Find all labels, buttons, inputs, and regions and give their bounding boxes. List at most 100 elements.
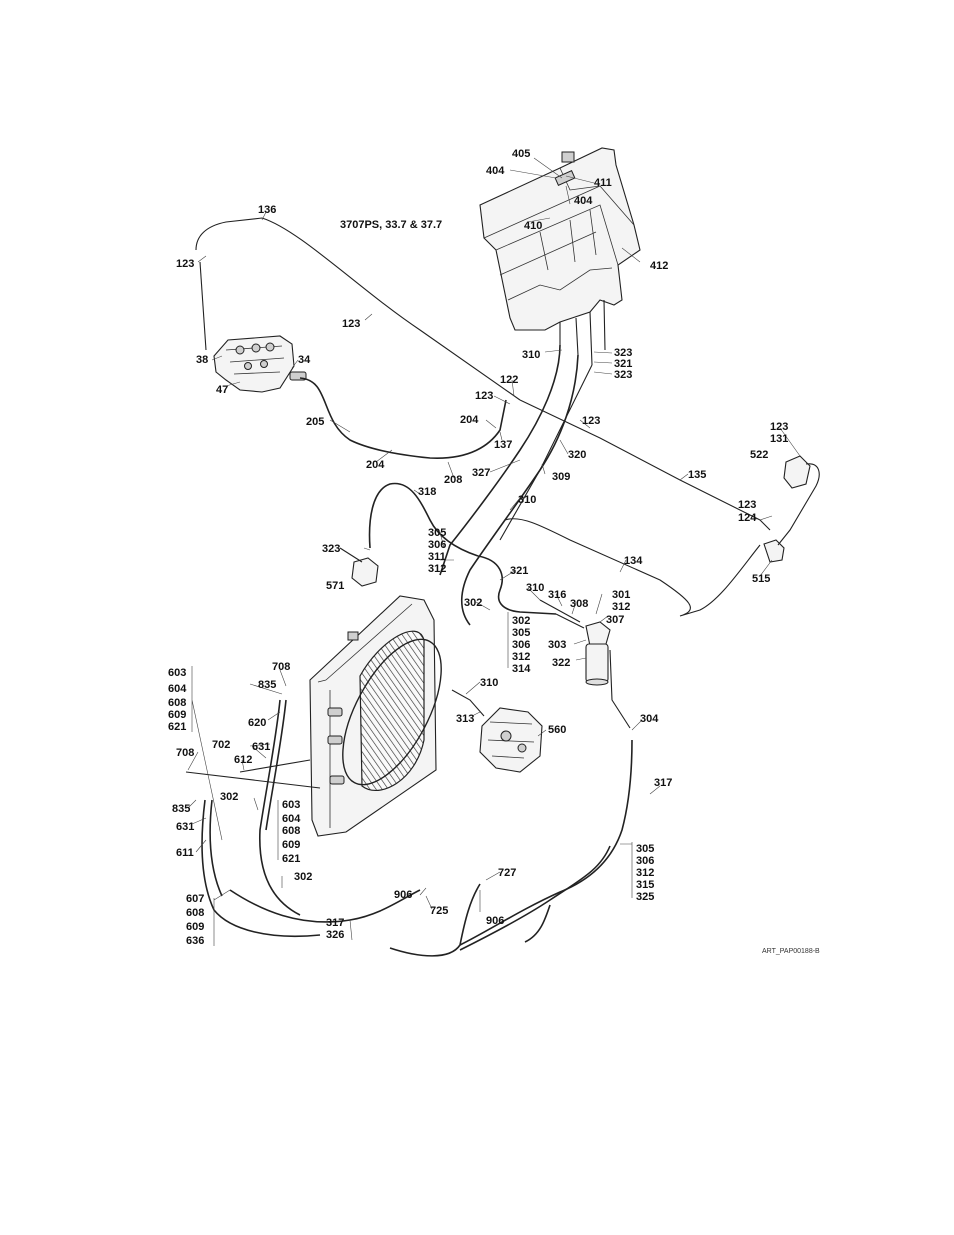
- callout-515: 515: [752, 573, 770, 585]
- callout-309: 309: [552, 471, 570, 483]
- oil-cooler-radiator: [309, 595, 442, 837]
- callout-631-b: 631: [176, 821, 194, 833]
- callout-323-a: 323: [614, 347, 632, 359]
- callout-607: 607: [186, 893, 204, 905]
- callout-560: 560: [548, 724, 566, 736]
- callout-404-right: 404: [574, 195, 593, 207]
- callout-122: 122: [500, 374, 518, 386]
- callout-725: 725: [430, 905, 448, 917]
- callout-310-b: 310: [518, 494, 536, 506]
- callout-404-top: 404: [486, 165, 505, 177]
- hose-lines: [185, 217, 820, 957]
- callout-205: 205: [306, 416, 324, 428]
- callout-301: 301: [612, 589, 630, 601]
- callout-305-b: 305: [512, 627, 530, 639]
- callout-47: 47: [216, 384, 228, 396]
- callout-321-b: 321: [510, 565, 528, 577]
- callout-311: 311: [428, 551, 446, 563]
- callout-317-b: 317: [326, 917, 344, 929]
- callout-410: 410: [524, 220, 542, 232]
- callout-131: 131: [770, 433, 788, 445]
- callout-135: 135: [688, 469, 706, 481]
- callout-123-c: 123: [475, 390, 493, 402]
- callout-609-a: 609: [168, 709, 186, 721]
- callout-312-c: 312: [512, 651, 530, 663]
- callout-322: 322: [552, 657, 570, 669]
- callout-302-a: 302: [464, 597, 482, 609]
- callout-leaders: [187, 157, 801, 946]
- callout-123-f: 123: [738, 499, 756, 511]
- callout-604-b: 604: [282, 813, 301, 825]
- callout-204-b: 204: [366, 459, 385, 471]
- callout-318: 318: [418, 486, 436, 498]
- callout-123-e: 123: [770, 421, 788, 433]
- callout-835-b: 835: [172, 803, 190, 815]
- callout-321-a: 321: [614, 358, 632, 370]
- callout-522: 522: [750, 449, 768, 461]
- callout-302-d: 302: [294, 871, 312, 883]
- callout-603-b: 603: [282, 799, 300, 811]
- callout-310-c: 310: [526, 582, 544, 594]
- callout-123-d: 123: [582, 415, 600, 427]
- callout-621-a: 621: [168, 721, 186, 733]
- art-reference: ART_PAP00188-B: [762, 948, 820, 955]
- callout-137: 137: [494, 439, 512, 451]
- callout-326: 326: [326, 929, 344, 941]
- callout-304: 304: [640, 713, 659, 725]
- callout-labels: 405 404 411 404 410 412 136 123 123 38 3…: [168, 148, 788, 947]
- callout-307: 307: [606, 614, 624, 626]
- callout-306-c: 306: [636, 855, 654, 867]
- callout-411: 411: [594, 177, 612, 189]
- callout-306-b: 306: [512, 639, 530, 651]
- callout-308: 308: [570, 598, 588, 610]
- callout-906-b: 906: [486, 915, 504, 927]
- callout-727: 727: [498, 867, 516, 879]
- callout-313: 313: [456, 713, 474, 725]
- callout-123-b: 123: [342, 318, 360, 330]
- callout-621-b: 621: [282, 853, 300, 865]
- callout-609-c: 609: [186, 921, 204, 933]
- callout-608-c: 608: [186, 907, 204, 919]
- callout-906-a: 906: [394, 889, 412, 901]
- callout-323-c: 323: [322, 543, 340, 555]
- callout-636: 636: [186, 935, 204, 947]
- callout-314: 314: [512, 663, 531, 675]
- callout-134: 134: [624, 555, 643, 567]
- component-571: [351, 557, 379, 587]
- callout-208: 208: [444, 474, 462, 486]
- callout-708-b: 708: [176, 747, 194, 759]
- callout-38: 38: [196, 354, 208, 366]
- callout-327: 327: [472, 467, 490, 479]
- callout-302-b: 302: [512, 615, 530, 627]
- callout-310-a: 310: [522, 349, 540, 361]
- callout-305-c: 305: [636, 843, 654, 855]
- callout-609-b: 609: [282, 839, 300, 851]
- hydraulic-filter: [585, 621, 611, 686]
- callout-315: 315: [636, 879, 654, 891]
- callout-608-a: 608: [168, 697, 186, 709]
- callout-631-a: 631: [252, 741, 270, 753]
- callout-604-a: 604: [168, 683, 187, 695]
- callout-571: 571: [326, 580, 344, 592]
- callout-320: 320: [568, 449, 586, 461]
- callout-303: 303: [548, 639, 566, 651]
- component-515: [763, 539, 785, 563]
- callout-34: 34: [298, 354, 311, 366]
- callout-312-d: 312: [636, 867, 654, 879]
- callout-835-a: 835: [258, 679, 276, 691]
- callout-317-a: 317: [654, 777, 672, 789]
- component-522: [783, 455, 811, 489]
- callout-603-a: 603: [168, 667, 186, 679]
- callout-612: 612: [234, 754, 252, 766]
- callout-305-a: 305: [428, 527, 446, 539]
- hydraulic-pump: [479, 707, 543, 773]
- callout-204-a: 204: [460, 414, 479, 426]
- callout-608-b: 608: [282, 825, 300, 837]
- callout-412: 412: [650, 260, 668, 272]
- callout-136: 136: [258, 204, 276, 216]
- callout-312-b: 312: [612, 601, 630, 613]
- callout-123-a: 123: [176, 258, 194, 270]
- callout-316: 316: [548, 589, 566, 601]
- hydraulic-tank: [479, 147, 641, 366]
- callout-620: 620: [248, 717, 266, 729]
